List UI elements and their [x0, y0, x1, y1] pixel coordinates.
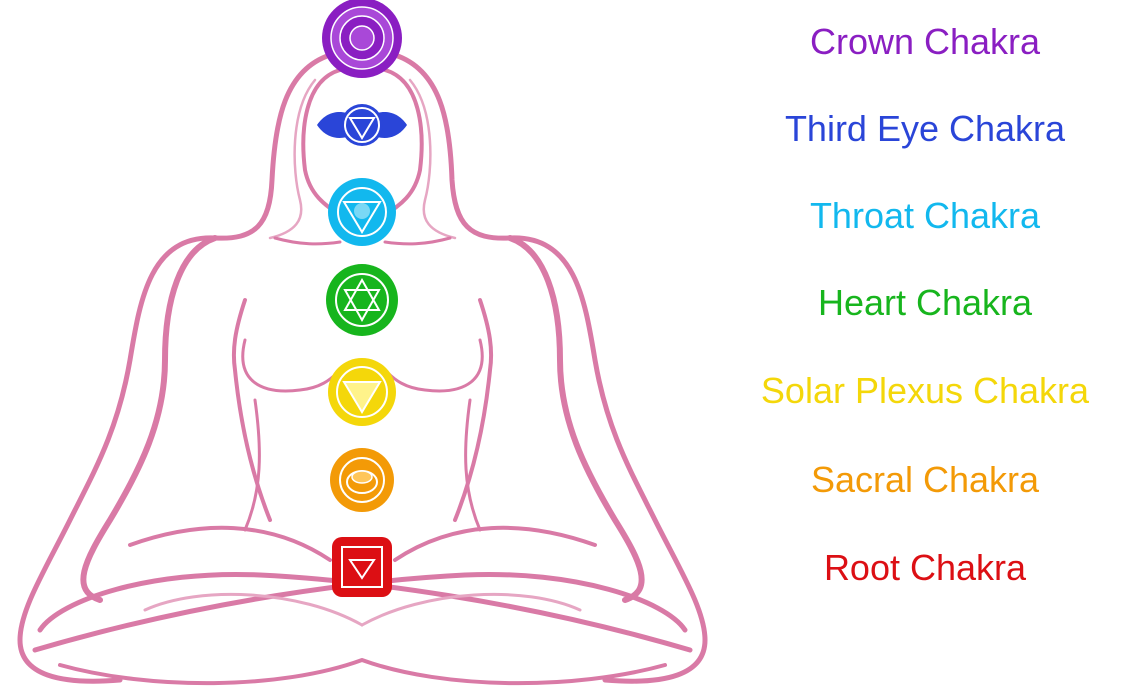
- heart-chakra-label: Heart Chakra: [710, 283, 1125, 323]
- root-chakra-icon: [332, 537, 392, 597]
- throat-chakra-label: Throat Chakra: [710, 196, 1125, 236]
- third-eye-chakra-label: Third Eye Chakra: [710, 109, 1125, 149]
- sacral-chakra-label: Sacral Chakra: [710, 460, 1125, 500]
- solar-plexus-chakra-icon: [328, 358, 396, 426]
- solar-plexus-chakra-label: Solar Plexus Chakra: [710, 371, 1125, 411]
- root-chakra-label: Root Chakra: [710, 548, 1125, 588]
- sacral-chakra-icon: [330, 448, 394, 512]
- meditating-figure: [0, 0, 730, 691]
- throat-chakra-icon: [328, 178, 396, 246]
- crown-chakra-label: Crown Chakra: [710, 22, 1125, 62]
- crown-chakra-icon: [322, 0, 402, 78]
- third-eye-chakra-icon: [317, 104, 407, 146]
- heart-chakra-icon: [326, 264, 398, 336]
